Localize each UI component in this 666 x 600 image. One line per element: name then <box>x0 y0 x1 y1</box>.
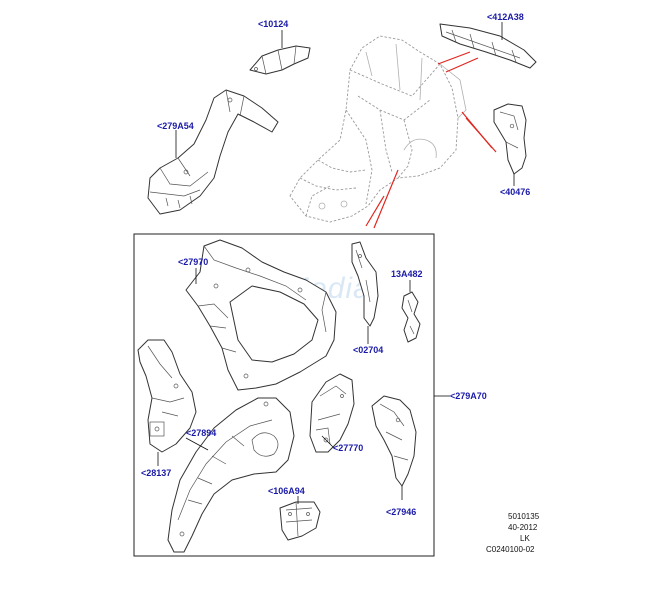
part-40476[interactable] <box>493 103 527 175</box>
exploded-view-frame <box>133 233 435 557</box>
callout-279A54[interactable]: <279A54 <box>157 121 194 131</box>
callout-02704[interactable]: <02704 <box>353 345 383 355</box>
callout-10124[interactable]: <10124 <box>258 19 288 29</box>
part-106A94[interactable] <box>279 501 321 541</box>
part-13A482[interactable] <box>401 291 421 343</box>
part-412A38[interactable] <box>439 23 537 69</box>
leader-27770 <box>321 435 335 449</box>
callout-27970[interactable]: <27970 <box>178 257 208 267</box>
part-02704[interactable] <box>351 241 379 327</box>
reference-line-1: 5010135 <box>508 512 540 521</box>
part-28137[interactable] <box>137 339 197 453</box>
part-27894[interactable] <box>167 397 295 553</box>
part-27946[interactable] <box>371 395 417 487</box>
reference-line-4: C0240100-02 <box>486 545 535 554</box>
part-279A54[interactable] <box>147 89 279 215</box>
callout-13A482[interactable]: 13A482 <box>391 269 423 279</box>
callout-27946[interactable]: <27946 <box>386 507 416 517</box>
callout-27894[interactable]: <27894 <box>186 428 216 438</box>
callout-106A94[interactable]: <106A94 <box>268 486 305 496</box>
callout-28137[interactable]: <28137 <box>141 468 171 478</box>
part-27770[interactable] <box>309 373 355 453</box>
callout-279A70[interactable]: <279A70 <box>450 391 487 401</box>
callout-40476[interactable]: <40476 <box>500 187 530 197</box>
part-27970[interactable] <box>185 239 337 391</box>
callout-27770[interactable]: <27770 <box>333 443 363 453</box>
leader-27894 <box>185 437 209 451</box>
part-10124[interactable] <box>249 45 311 75</box>
pointer-lines <box>365 51 497 229</box>
callout-412A38[interactable]: <412A38 <box>487 12 524 22</box>
reference-block: 5010135 40-2012 LK C0240100-02 <box>486 512 540 554</box>
body-shell-reference <box>289 35 467 223</box>
reference-line-2: 40-2012 <box>508 523 538 532</box>
reference-line-3: LK <box>520 534 530 543</box>
